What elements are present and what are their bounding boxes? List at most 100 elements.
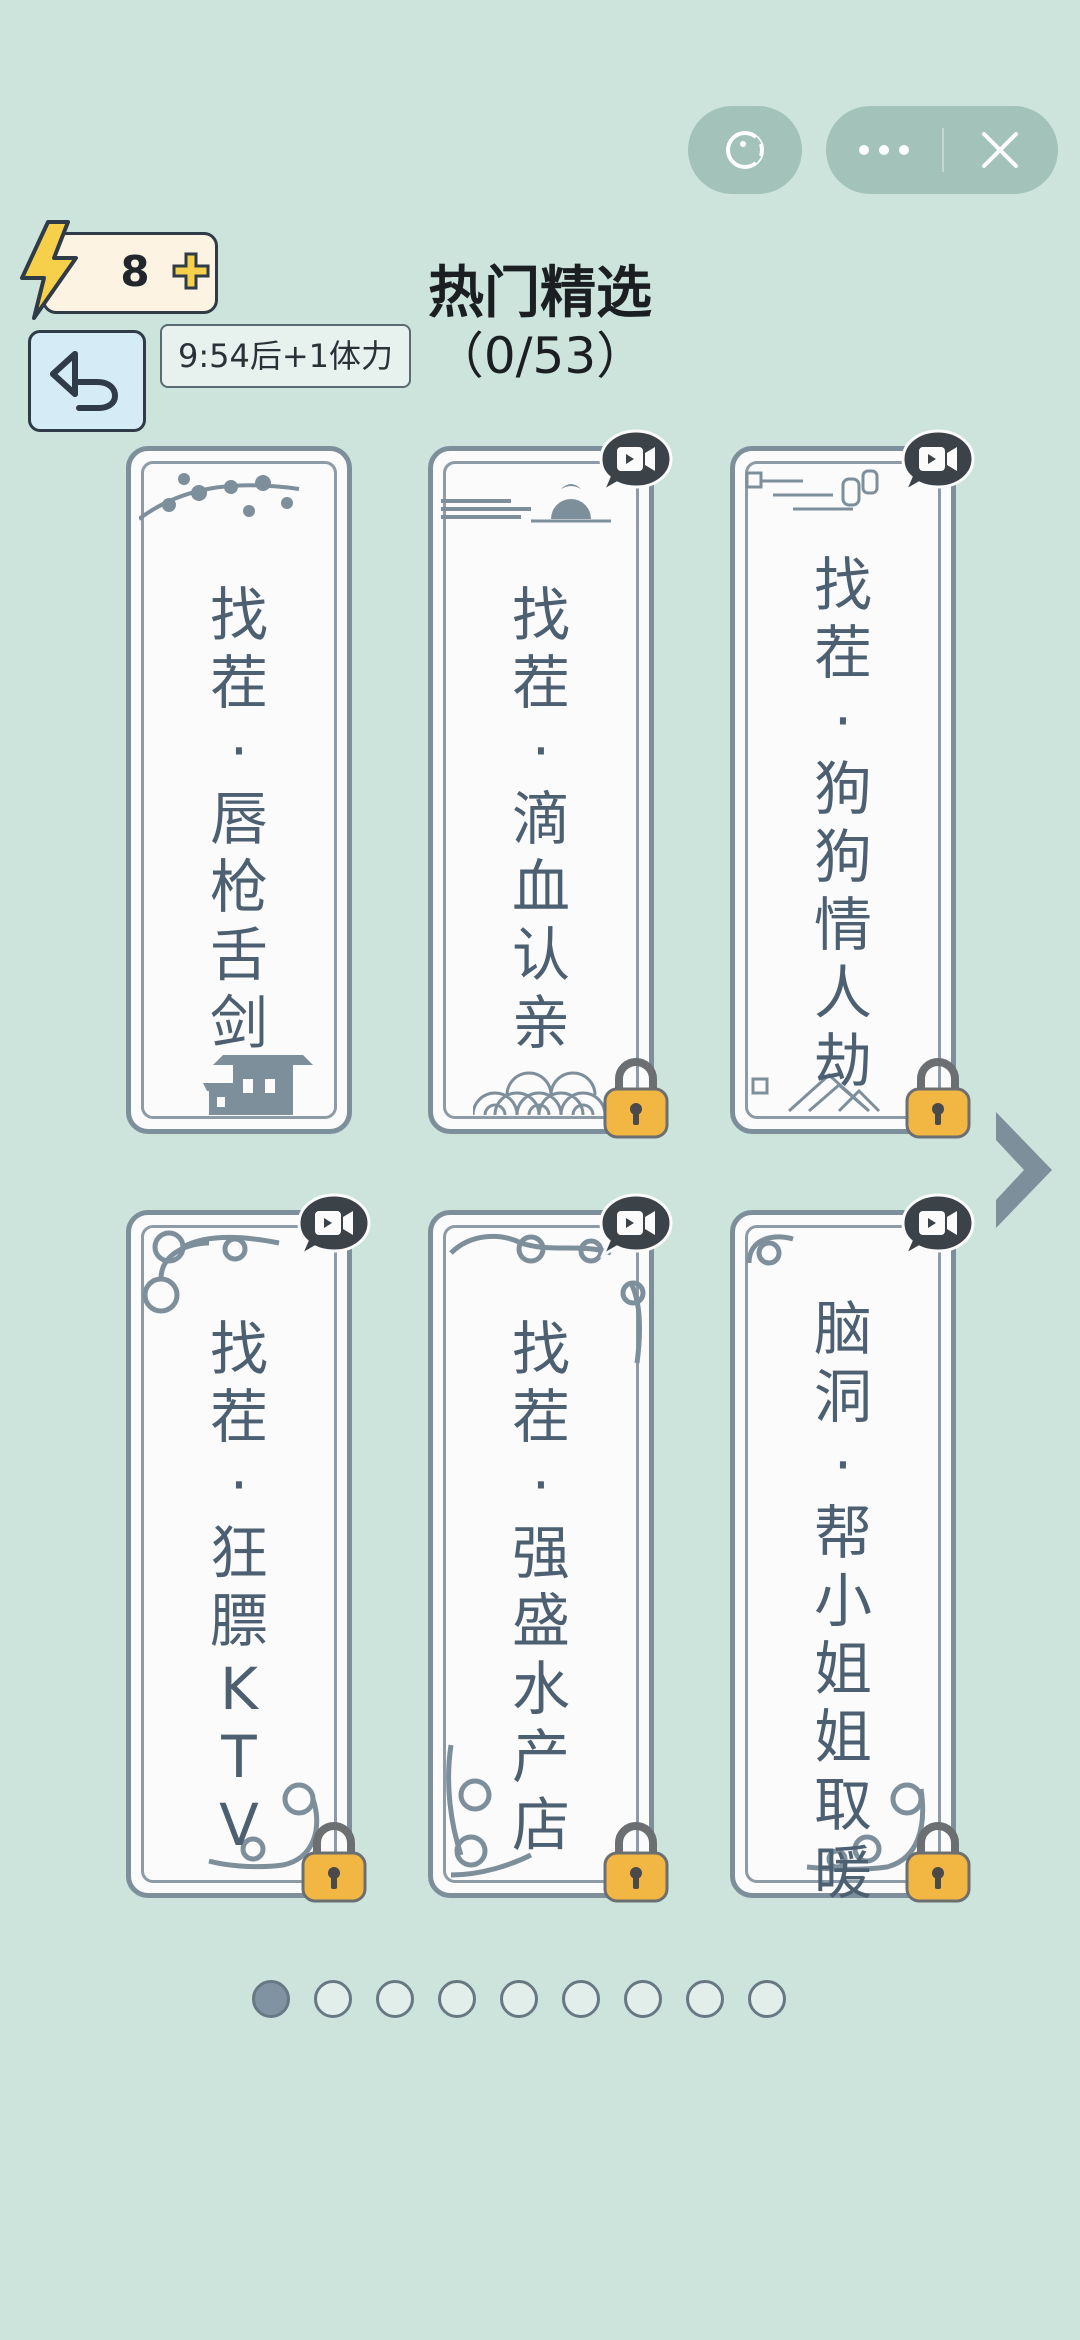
page-dot[interactable] bbox=[562, 1980, 600, 2018]
card-title-char: · bbox=[229, 717, 249, 785]
card-title-char: 姐 bbox=[813, 1635, 872, 1703]
card-inner-frame bbox=[141, 461, 337, 1119]
video-ad-icon bbox=[901, 429, 975, 495]
card-title-char: 滴 bbox=[511, 785, 570, 853]
level-card-2[interactable]: 找茬·滴血认亲 bbox=[428, 429, 673, 1139]
page-dot[interactable] bbox=[624, 1980, 662, 2018]
card-title-char: 狂 bbox=[209, 1519, 268, 1587]
card-inner-frame bbox=[443, 461, 639, 1119]
card-title: 找茬·狗狗情人劫 bbox=[735, 551, 951, 1095]
page-indicator bbox=[252, 1980, 786, 2018]
card-title: 脑洞·帮小姐姐取暖 bbox=[735, 1295, 951, 1907]
level-card-1[interactable]: 找茬·唇枪舌剑 bbox=[126, 446, 352, 1134]
lock-badge bbox=[903, 1819, 973, 1909]
card-title-char: 取 bbox=[813, 1771, 872, 1839]
chevron-right-icon[interactable] bbox=[992, 1108, 1056, 1232]
video-ad-badge[interactable] bbox=[295, 1191, 373, 1263]
page-dot[interactable] bbox=[438, 1980, 476, 2018]
page-dot[interactable] bbox=[500, 1980, 538, 2018]
card-ornament bbox=[139, 473, 300, 521]
card-title-char: T bbox=[221, 1723, 257, 1791]
card-title-char: V bbox=[219, 1791, 259, 1859]
card-ornament bbox=[806, 1782, 926, 1872]
energy-counter[interactable]: 8 bbox=[42, 232, 218, 314]
card-title-char: 枪 bbox=[209, 853, 268, 921]
card-ornament bbox=[745, 469, 879, 511]
card-ornament bbox=[142, 1230, 280, 1314]
card-title-char: K bbox=[219, 1655, 259, 1723]
lock-badge bbox=[299, 1819, 369, 1909]
card-title-char: 血 bbox=[511, 853, 570, 921]
video-ad-icon bbox=[901, 1193, 975, 1259]
level-card-5[interactable]: 找茬·强盛水产店 bbox=[428, 1193, 673, 1903]
card-ornament bbox=[473, 1071, 607, 1115]
card-title-char: 人 bbox=[813, 959, 872, 1027]
progress-counter: （0/53） bbox=[433, 327, 647, 385]
video-ad-badge[interactable] bbox=[899, 1191, 977, 1263]
card-title-char: 帮 bbox=[813, 1499, 872, 1567]
card-title-char: · bbox=[531, 717, 551, 785]
card-title-char: · bbox=[531, 1451, 551, 1519]
padlock-icon bbox=[301, 1822, 367, 1903]
lightning-bolt-icon bbox=[20, 220, 78, 320]
card-title-char: 情 bbox=[813, 891, 872, 959]
page-dot[interactable] bbox=[686, 1980, 724, 2018]
card-title-char: 狗 bbox=[813, 823, 872, 891]
game-controller-icon bbox=[726, 131, 764, 169]
card-title-char: 脑 bbox=[813, 1295, 872, 1363]
card-title-char: 茬 bbox=[511, 649, 570, 717]
video-ad-icon bbox=[297, 1193, 371, 1259]
lock-badge bbox=[601, 1819, 671, 1909]
card-title-char: · bbox=[229, 1451, 249, 1519]
level-card-3[interactable]: 找茬·狗狗情人劫 bbox=[730, 429, 975, 1139]
video-ad-badge[interactable] bbox=[597, 427, 675, 499]
card-title-char: 劫 bbox=[813, 1027, 872, 1095]
card-title-char: 舌 bbox=[209, 921, 268, 989]
energy-timer: 9:54后+1体力 bbox=[160, 324, 412, 388]
plus-icon[interactable] bbox=[171, 251, 211, 291]
card-inner-frame bbox=[745, 461, 941, 1119]
energy-value: 8 bbox=[120, 247, 150, 296]
card-title-char: 找 bbox=[511, 581, 570, 649]
back-button[interactable] bbox=[28, 330, 146, 432]
page-dot[interactable] bbox=[252, 1980, 290, 2018]
game-center-button[interactable] bbox=[688, 106, 802, 194]
capsule-divider bbox=[942, 128, 944, 172]
lock-badge bbox=[903, 1055, 973, 1145]
card-title-char: 剑 bbox=[209, 989, 268, 1057]
card-inner-frame bbox=[141, 1225, 337, 1883]
card-title-char: 找 bbox=[511, 1315, 570, 1383]
close-button[interactable] bbox=[942, 106, 1058, 194]
card-ornament bbox=[449, 1233, 646, 1364]
page-dot[interactable] bbox=[748, 1980, 786, 2018]
video-ad-badge[interactable] bbox=[597, 1191, 675, 1263]
page-dot[interactable] bbox=[314, 1980, 352, 2018]
card-title: 找茬·强盛水产店 bbox=[433, 1315, 649, 1859]
card-title-char: 膘 bbox=[209, 1587, 268, 1655]
page-dot[interactable] bbox=[376, 1980, 414, 2018]
card-title-char: 茬 bbox=[209, 649, 268, 717]
card-title-char: 找 bbox=[209, 1315, 268, 1383]
back-arrow-icon bbox=[50, 351, 118, 411]
card-title-char: 茬 bbox=[209, 1383, 268, 1451]
padlock-icon bbox=[905, 1822, 971, 1903]
card-title-char: 茬 bbox=[511, 1383, 570, 1451]
card-ornament bbox=[203, 1055, 313, 1115]
card-title-char: 找 bbox=[813, 551, 872, 619]
card-ornament bbox=[208, 1782, 320, 1870]
card-title-char: 产 bbox=[511, 1723, 570, 1791]
card-title-char: · bbox=[833, 687, 853, 755]
level-card-6[interactable]: 脑洞·帮小姐姐取暖 bbox=[730, 1193, 975, 1907]
video-ad-icon bbox=[599, 1193, 673, 1259]
video-ad-badge[interactable] bbox=[899, 427, 977, 499]
video-ad-icon bbox=[599, 429, 673, 495]
card-title-char: 洞 bbox=[813, 1363, 872, 1431]
card-title-char: 唇 bbox=[209, 785, 268, 853]
card-title: 找茬·滴血认亲 bbox=[433, 581, 649, 1057]
card-inner-frame bbox=[443, 1225, 639, 1883]
card-title-char: 小 bbox=[813, 1567, 872, 1635]
lock-badge bbox=[601, 1055, 671, 1145]
more-button[interactable] bbox=[826, 106, 942, 194]
